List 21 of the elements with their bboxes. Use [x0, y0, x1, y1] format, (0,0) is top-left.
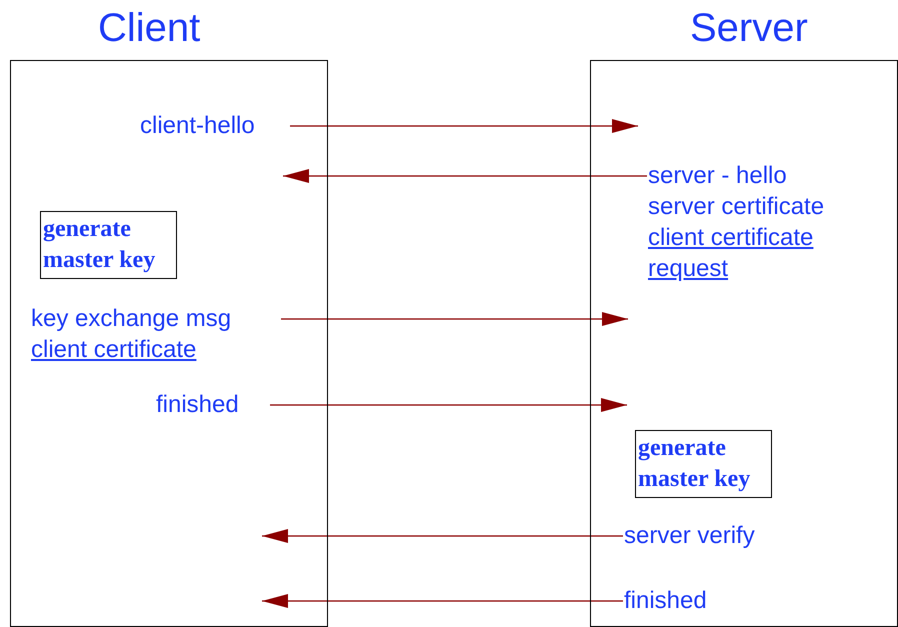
arrow: [281, 312, 628, 326]
arrow: [262, 529, 623, 543]
message-label: server verify: [624, 521, 756, 551]
message-label: client certificate: [31, 335, 198, 365]
message-label: client certificate request: [648, 223, 814, 284]
message-label: client-hello: [140, 111, 256, 141]
message-label: server - hello: [648, 161, 788, 191]
note-text: generate master key: [43, 215, 156, 275]
arrow: [270, 398, 627, 412]
message-label: server certificate: [648, 192, 826, 222]
arrow: [290, 119, 638, 133]
column-heading: Client: [98, 5, 200, 52]
message-label: finished: [624, 586, 708, 616]
note-text: generate master key: [638, 434, 752, 494]
arrow: [283, 169, 647, 183]
arrow: [262, 594, 623, 608]
message-label: finished: [156, 390, 240, 420]
note-box: [40, 211, 177, 279]
message-label: key exchange msg: [31, 304, 232, 334]
note-box: [635, 430, 772, 498]
column-heading: Server: [690, 5, 808, 52]
